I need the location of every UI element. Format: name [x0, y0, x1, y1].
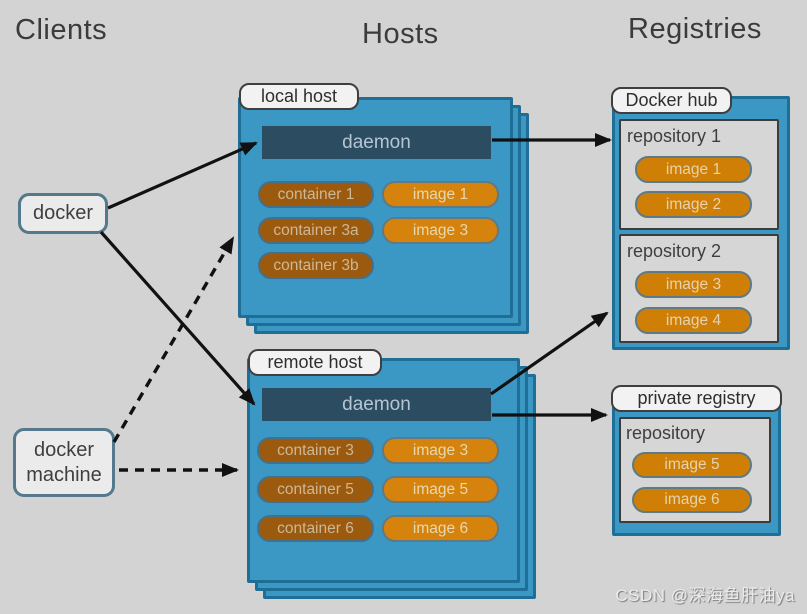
arrow-docker-machine-to-local-host-dashed [112, 236, 235, 443]
remote-container-pill: container 3 [257, 437, 374, 464]
remote-host-tag: remote host [248, 349, 382, 376]
private-registry-tag: private registry [611, 385, 782, 412]
arrow-docker-to-local-daemon [107, 141, 258, 210]
local-host-daemon-bar: daemon [262, 126, 491, 159]
docker-hub-tag: Docker hub [611, 87, 732, 114]
hosts-column-header: Hosts [362, 18, 439, 50]
docker-client-label: docker [32, 202, 94, 224]
local-image-pill: image 1 [382, 181, 499, 208]
remote-image-pill: image 3 [382, 437, 499, 464]
docker-machine-label: docker machine [26, 438, 102, 486]
remote-host-daemon-bar: daemon [262, 388, 491, 421]
remote-container-pill: container 6 [257, 515, 374, 542]
local-container-pill: container 3a [258, 217, 374, 244]
arrow-docker-to-remote-daemon [99, 230, 256, 406]
remote-image-pill: image 6 [382, 515, 499, 542]
repository-1-image-pill: image 2 [635, 191, 752, 218]
docker-machine-box: docker machine [13, 428, 115, 497]
repository-2-name: repository 2 [627, 241, 722, 261]
repository-1-image-pill: image 1 [635, 156, 752, 183]
docker-client-box: docker [18, 193, 108, 234]
clients-column-header: Clients [15, 14, 108, 46]
private-repository-name: repository [626, 423, 706, 443]
remote-image-pill: image 5 [382, 476, 499, 503]
docker-hub-tag-text: Docker hub [625, 90, 718, 110]
repository-2-image-pill: image 3 [635, 271, 752, 298]
repository-1-name: repository 1 [627, 126, 722, 146]
local-daemon-text: daemon [342, 131, 411, 153]
local-container-pill: container 1 [258, 181, 374, 208]
private-registry-tag-text: private registry [637, 388, 756, 408]
private-repo-image-pill: image 5 [632, 452, 752, 478]
csdn-watermark: CSDN @深海鱼肝油ya [615, 586, 795, 605]
local-container-pill: container 3b [258, 252, 374, 279]
local-host-tag: local host [239, 83, 359, 110]
remote-host-tag-text: remote host [267, 352, 363, 372]
private-repo-image-pill: image 6 [632, 487, 752, 513]
local-host-tag-text: local host [260, 86, 338, 106]
remote-daemon-text: daemon [342, 393, 411, 415]
remote-container-pill: container 5 [257, 476, 374, 503]
registries-column-header: Registries [628, 13, 762, 45]
repository-2-image-pill: image 4 [635, 307, 752, 334]
local-image-pill: image 3 [382, 217, 499, 244]
